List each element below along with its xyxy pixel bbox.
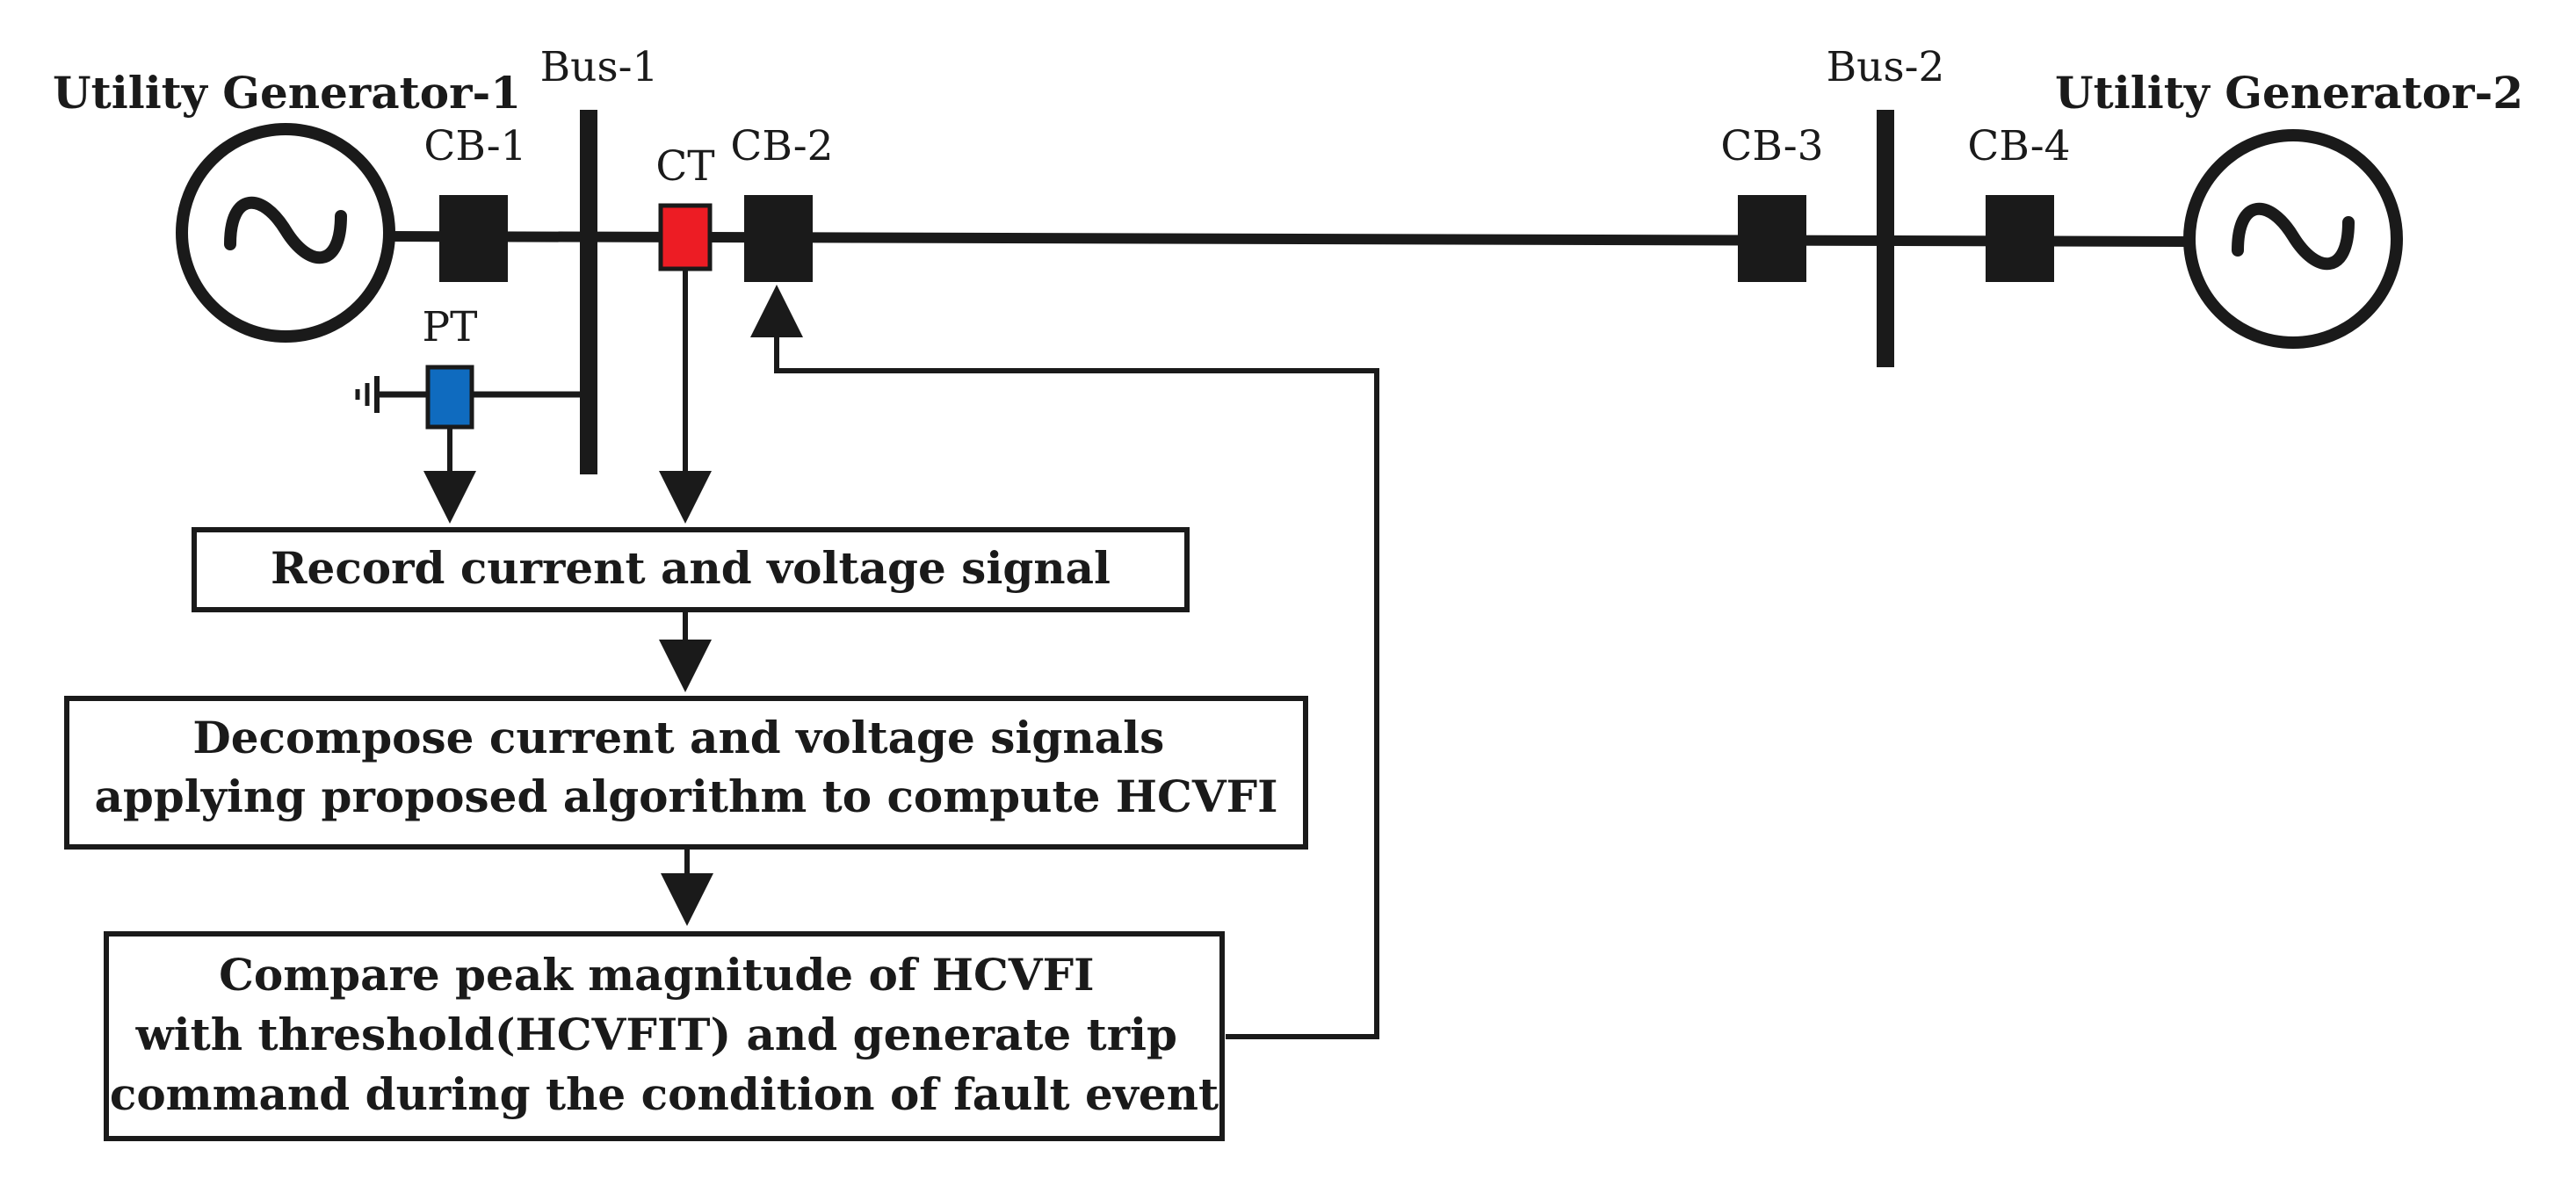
potential-transformer bbox=[425, 365, 474, 430]
decompose-step-text: Decompose current and voltage signals ap… bbox=[94, 712, 1277, 822]
ground-icon bbox=[355, 376, 380, 413]
circuit-breaker-3 bbox=[1738, 195, 1806, 282]
generator-2-title: Utility Generator-2 bbox=[2055, 67, 2523, 119]
cb-2-label: CB-2 bbox=[730, 122, 833, 170]
generator-1-title: Utility Generator-1 bbox=[53, 67, 521, 119]
circuit-breaker-1 bbox=[439, 195, 508, 282]
cb-3-label: CB-3 bbox=[1720, 122, 1823, 170]
generator-1-symbol bbox=[176, 123, 395, 343]
compare-threshold-box bbox=[104, 931, 1225, 1141]
pt-label: PT bbox=[423, 303, 478, 351]
trip-command-arrow bbox=[750, 285, 1379, 1039]
circuit-breaker-4 bbox=[1986, 195, 2054, 282]
bus-1-label: Bus-1 bbox=[540, 43, 659, 91]
bus-2-label: Bus-2 bbox=[1827, 43, 1945, 91]
circuit-breaker-2 bbox=[744, 195, 813, 282]
decompose-signal-box bbox=[64, 696, 1308, 850]
compare-step-text: Compare peak magnitude of HCVFI with thr… bbox=[110, 949, 1219, 1120]
current-transformer bbox=[658, 203, 713, 271]
record-step-text: Record current and voltage signal bbox=[271, 542, 1111, 594]
cb-4-label: CB-4 bbox=[1967, 122, 2070, 170]
cb-1-label: CB-1 bbox=[423, 122, 526, 170]
ct-label: CT bbox=[655, 142, 714, 191]
generator-2-symbol bbox=[2183, 129, 2403, 349]
record-signal-box bbox=[192, 527, 1190, 612]
